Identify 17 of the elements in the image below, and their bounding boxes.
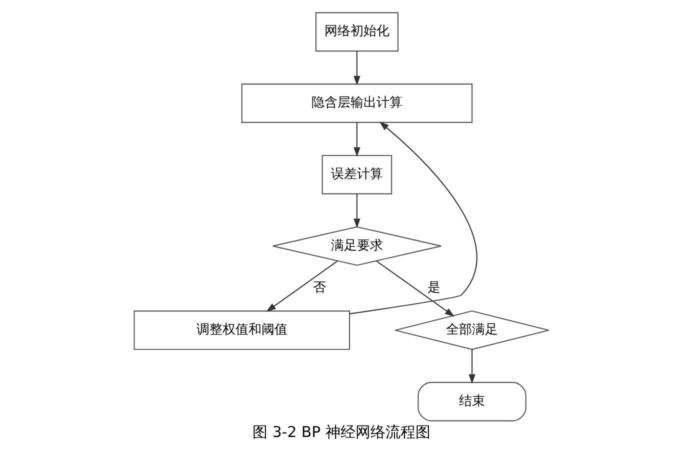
node-box: 网络初始化 [314, 12, 398, 52]
node-diamond: 全部满足 [394, 310, 549, 350]
arrow [376, 260, 454, 317]
arrow [468, 349, 475, 384]
node-box: 结束 [417, 382, 526, 422]
arrow [353, 122, 360, 157]
edge-label: 否 [312, 280, 326, 296]
caption: 图 3-2 BP 神经网络流程图 [252, 422, 430, 441]
node-box: 隐含层输出计算 [240, 84, 472, 123]
arrow [266, 260, 338, 312]
node-box: 调整权值和阈值 [133, 310, 350, 350]
arrow [353, 194, 360, 228]
arrow [353, 51, 360, 86]
node-box: 误差计算 [321, 154, 392, 194]
arrow [349, 122, 477, 314]
edge-label: 是 [426, 280, 440, 296]
node-diamond: 满足要求 [272, 226, 442, 266]
